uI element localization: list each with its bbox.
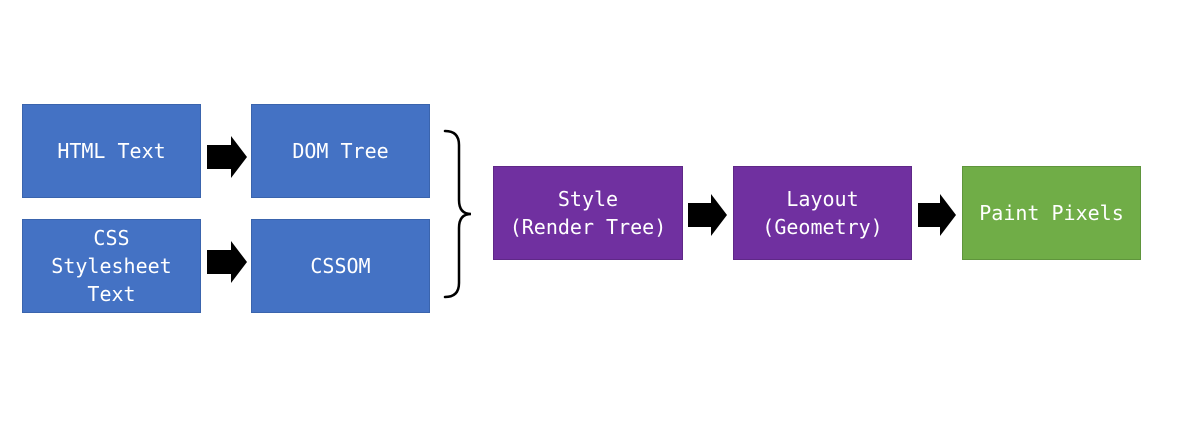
style-render-tree-node: Style (Render Tree) xyxy=(493,166,683,260)
layout-geometry-node: Layout (Geometry) xyxy=(733,166,912,260)
arrow-style-to-layout xyxy=(688,194,727,236)
css-stylesheet-text-node: CSS Stylesheet Text xyxy=(22,219,201,313)
dom-tree-node: DOM Tree xyxy=(251,104,430,198)
html-text-node: HTML Text xyxy=(22,104,201,198)
arrow-html-to-dom xyxy=(207,136,247,178)
paint-pixels-node: Paint Pixels xyxy=(962,166,1141,260)
arrow-css-to-cssom xyxy=(207,241,247,283)
cssom-node: CSSOM xyxy=(251,219,430,313)
arrow-layout-to-paint xyxy=(918,194,956,236)
merge-brace xyxy=(443,129,472,299)
